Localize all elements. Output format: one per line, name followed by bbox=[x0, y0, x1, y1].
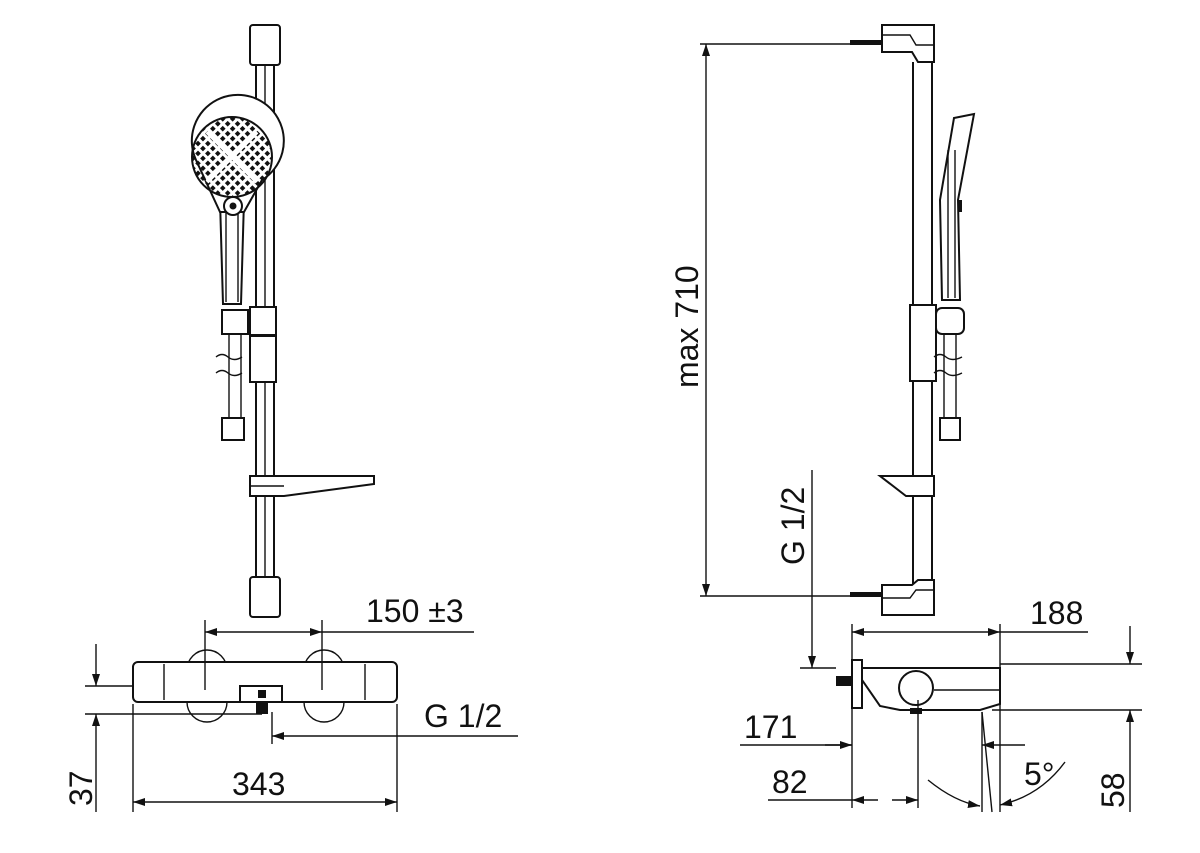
dim-angle: 5° bbox=[1024, 756, 1055, 792]
front-slide-holder bbox=[215, 306, 277, 441]
side-thermostat-body bbox=[836, 659, 1001, 714]
dim-wall-offset: 82 bbox=[772, 764, 808, 800]
dim-max-height: max 710 bbox=[669, 265, 705, 388]
front-view: 150 ±3 G 1/2 343 37 bbox=[63, 24, 518, 812]
dim-side-height: 58 bbox=[1095, 772, 1131, 808]
dim-spout-depth: 171 bbox=[744, 709, 797, 745]
side-view: max 710 G 1/2 188 171 82 5° 58 bbox=[669, 24, 1142, 813]
side-dimension-lines bbox=[700, 43, 1142, 813]
side-soap-shelf bbox=[877, 475, 935, 497]
front-soap-shelf bbox=[249, 475, 375, 497]
side-hand-shower bbox=[938, 112, 976, 301]
dim-front-width: 343 bbox=[232, 766, 285, 802]
front-thermostat-body bbox=[132, 649, 398, 723]
front-hand-shower bbox=[190, 93, 285, 305]
dim-side-thread: G 1/2 bbox=[775, 487, 811, 565]
dim-connection-spacing: 150 ±3 bbox=[366, 593, 464, 629]
dim-front-thread: G 1/2 bbox=[424, 698, 502, 734]
front-dimension-lines bbox=[85, 620, 518, 812]
side-slide-holder bbox=[909, 304, 965, 441]
dim-side-depth: 188 bbox=[1030, 595, 1083, 631]
dim-front-height: 37 bbox=[63, 770, 99, 806]
